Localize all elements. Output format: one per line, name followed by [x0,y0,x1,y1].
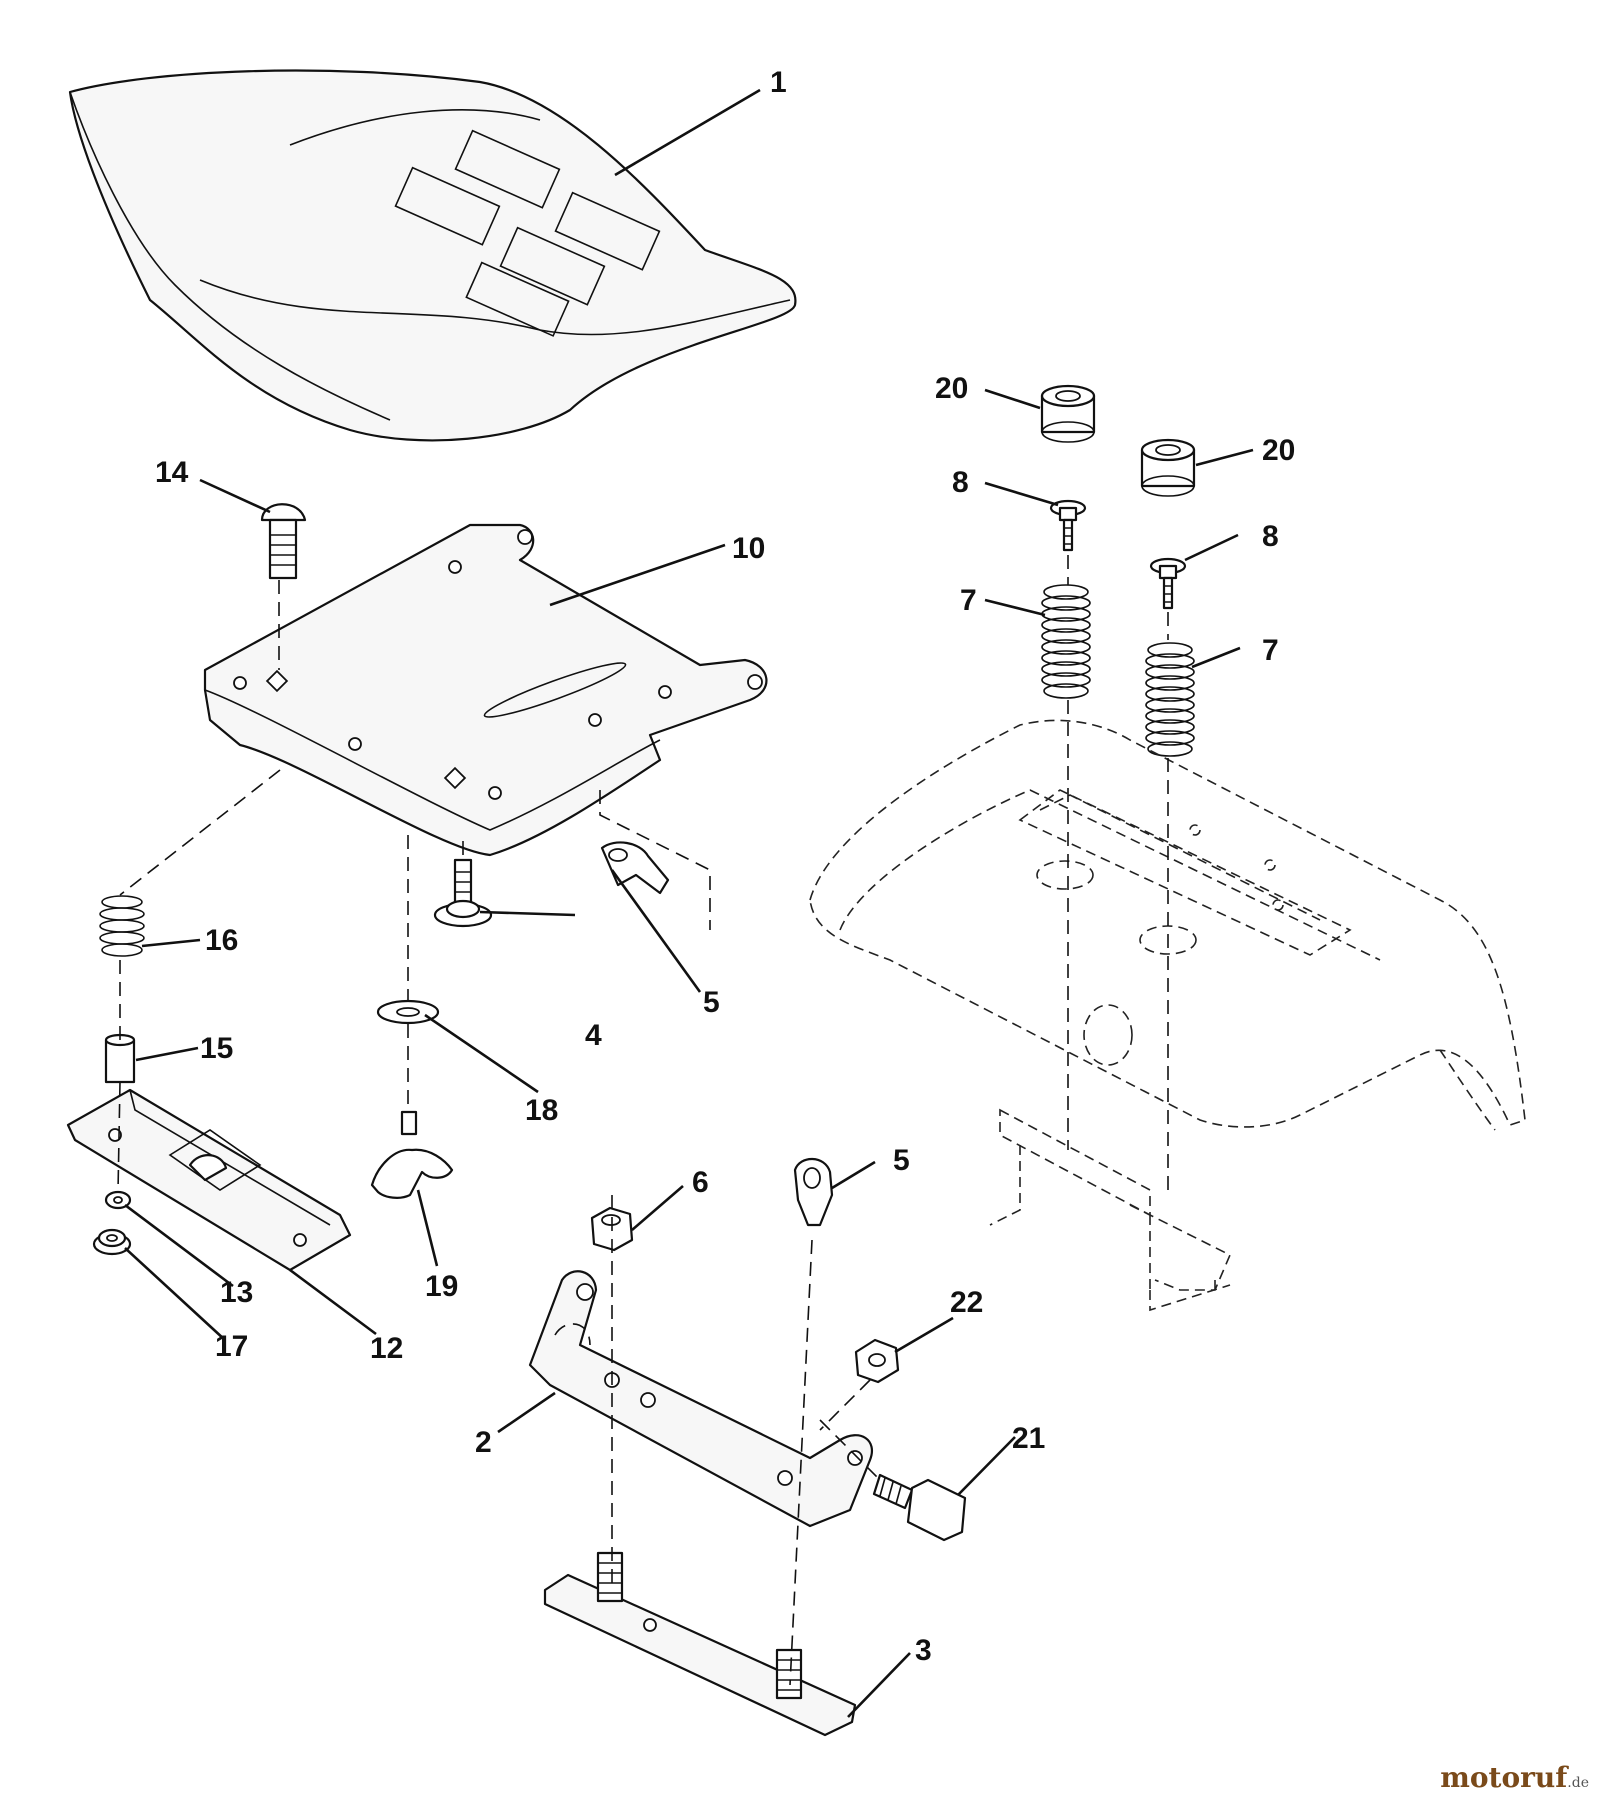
callout-2: 2 [475,1426,492,1459]
callout-8-left: 8 [952,466,969,499]
bushing [104,1033,136,1084]
callout-6: 6 [692,1166,709,1199]
callout-14: 14 [155,456,189,489]
callout-1: 1 [770,66,787,99]
callout-7-left: 7 [960,584,977,617]
callout-16: 16 [205,924,238,957]
callout-13: 13 [220,1276,253,1309]
callout-10: 10 [732,532,765,565]
shoulder-bolt [433,858,493,928]
spacer-left [1040,384,1096,443]
callout-5-upper: 5 [703,986,720,1019]
adjustment-plate [66,1088,352,1272]
callout-20-left: 20 [935,372,968,405]
pivot-bracket [528,1270,873,1528]
seat-spring-left [1041,584,1091,699]
watermark-suffix: .de [1567,1775,1589,1791]
flat-washer [376,999,440,1025]
wing-knob [370,1110,454,1199]
small-spring [99,895,145,957]
retaining-clip-lower [793,1157,834,1227]
callout-18: 18 [525,1094,558,1127]
callout-3: 3 [915,1634,932,1667]
callout-5-lower: 5 [893,1144,910,1177]
assembly-lines [117,555,1169,1686]
callout-7-right: 7 [1262,634,1279,667]
retaining-clip-upper [600,841,670,895]
watermark-main: motoruf [1440,1761,1568,1794]
base-plate [543,1551,857,1737]
hex-bolt [872,1473,967,1542]
flange-nut-large [92,1228,132,1256]
callout-labels: 1 10 14 20 20 8 8 7 7 16 15 4 5 18 19 13… [155,66,1295,1667]
callout-19: 19 [425,1270,458,1303]
callout-4: 4 [585,1019,602,1052]
carriage-bolt [260,503,307,580]
callout-8-right: 8 [1262,520,1279,553]
callout-15: 15 [200,1032,233,1065]
callout-22: 22 [950,1286,983,1319]
callout-12: 12 [370,1332,403,1365]
callout-17: 17 [215,1330,248,1363]
spacer-right [1140,438,1196,497]
star-bolt-right [1149,557,1187,610]
seat-spring-right [1145,642,1195,757]
callout-20-right: 20 [1262,434,1295,467]
star-bolt-left [1049,499,1087,552]
callout-21: 21 [1012,1422,1045,1455]
leader-lines [124,88,1254,1718]
watermark-logo: motoruf.de [1440,1761,1589,1794]
fender-outline [809,719,1526,1312]
seat [68,69,797,442]
lock-nut [854,1338,900,1384]
